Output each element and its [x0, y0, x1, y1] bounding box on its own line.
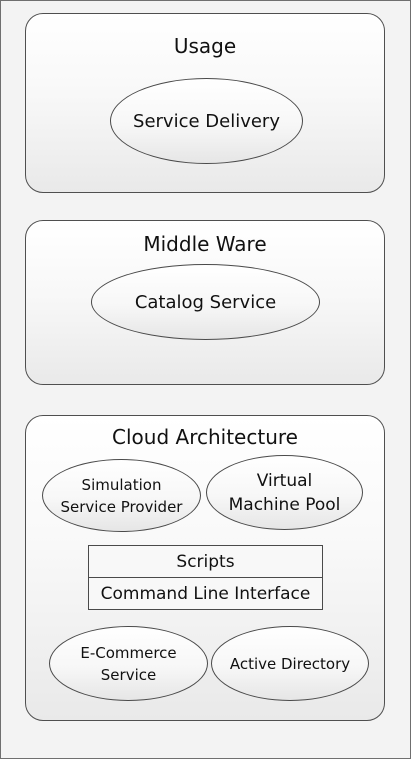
virtual-machine-pool-label: Virtual Machine Pool — [228, 470, 341, 515]
active-directory-label: Active Directory — [229, 654, 351, 673]
simulation-service-provider-node: Simulation Service Provider — [42, 459, 201, 532]
catalog-service-node: Catalog Service — [91, 264, 320, 340]
command-line-interface-label: Command Line Interface — [100, 583, 311, 604]
middle-ware-layer: Middle Ware Catalog Service — [25, 220, 385, 385]
service-delivery-node: Service Delivery — [110, 78, 303, 164]
command-line-interface-box: Command Line Interface — [88, 577, 323, 610]
virtual-machine-pool-node: Virtual Machine Pool — [206, 455, 363, 530]
catalog-service-label: Catalog Service — [134, 291, 277, 313]
ecommerce-service-node: E-Commerce Service — [49, 626, 208, 701]
cloud-architecture-layer: Cloud Architecture Simulation Service Pr… — [25, 415, 385, 721]
service-delivery-label: Service Delivery — [133, 110, 280, 132]
simulation-service-provider-label: Simulation Service Provider — [60, 475, 183, 516]
usage-layer: Usage Service Delivery — [25, 13, 385, 193]
middle-ware-title: Middle Ware — [143, 232, 267, 256]
cloud-architecture-title: Cloud Architecture — [112, 425, 298, 449]
scripts-box: Scripts — [88, 545, 323, 578]
ecommerce-service-label: E-Commerce Service — [80, 643, 177, 684]
usage-title: Usage — [173, 34, 237, 58]
scripts-label: Scripts — [176, 551, 235, 572]
active-directory-node: Active Directory — [211, 626, 369, 701]
